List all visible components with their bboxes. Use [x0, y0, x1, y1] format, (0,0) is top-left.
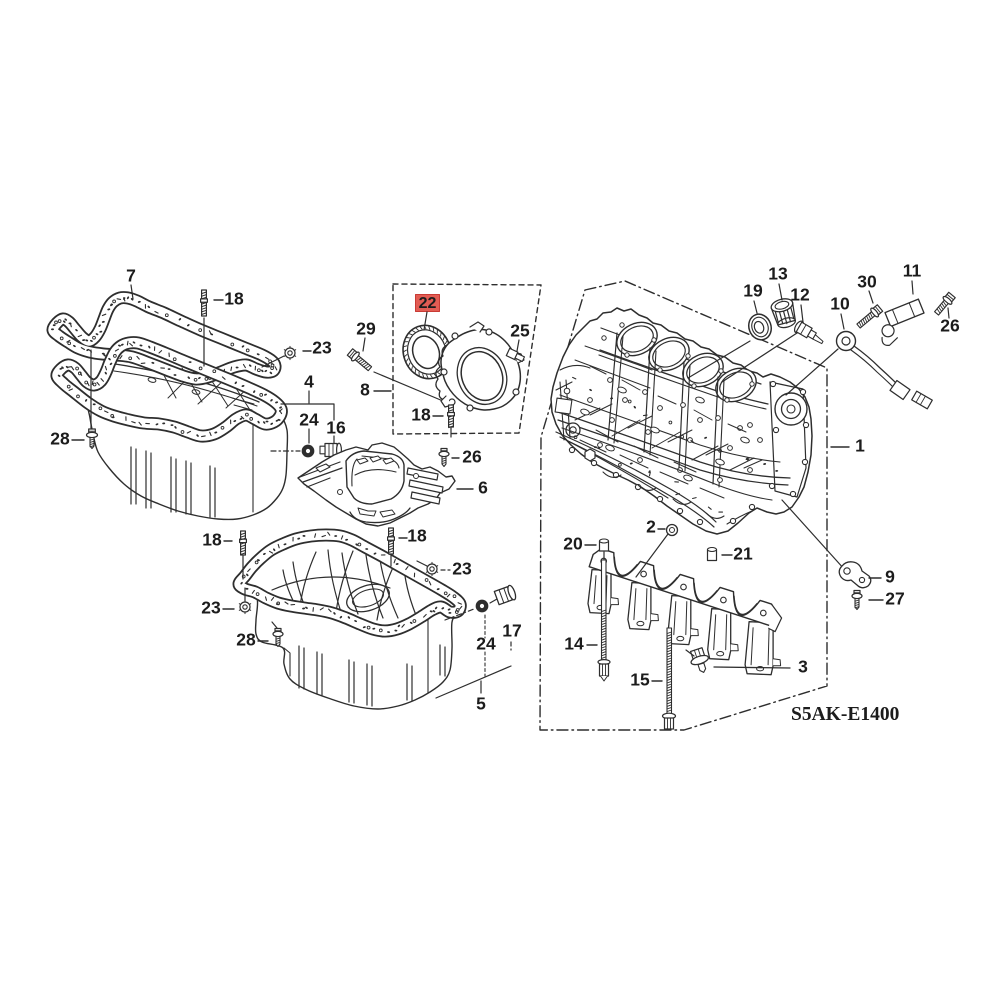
svg-text:26: 26	[940, 316, 960, 336]
svg-text:21: 21	[733, 544, 753, 564]
svg-text:20: 20	[563, 534, 583, 554]
svg-text:28: 28	[50, 429, 70, 449]
svg-text:1: 1	[855, 436, 865, 456]
svg-text:2: 2	[646, 517, 656, 537]
svg-text:8: 8	[360, 380, 370, 400]
svg-text:30: 30	[857, 272, 877, 292]
svg-text:28: 28	[236, 630, 256, 650]
svg-text:19: 19	[743, 281, 763, 301]
svg-text:27: 27	[885, 589, 904, 609]
svg-text:23: 23	[452, 559, 472, 579]
svg-text:22: 22	[419, 295, 437, 312]
svg-text:25: 25	[510, 321, 530, 341]
svg-text:29: 29	[356, 319, 376, 339]
svg-text:18: 18	[407, 526, 427, 546]
svg-text:23: 23	[312, 338, 332, 358]
svg-text:24: 24	[299, 410, 319, 430]
svg-text:10: 10	[830, 294, 850, 314]
svg-text:18: 18	[411, 405, 431, 425]
svg-text:13: 13	[768, 264, 788, 284]
svg-text:4: 4	[304, 372, 314, 392]
svg-text:18: 18	[224, 289, 244, 309]
svg-text:24: 24	[476, 634, 496, 654]
svg-text:26: 26	[462, 447, 482, 467]
svg-text:3: 3	[798, 657, 808, 677]
svg-text:16: 16	[326, 418, 346, 438]
svg-text:18: 18	[202, 530, 222, 550]
svg-text:9: 9	[885, 567, 895, 587]
svg-text:6: 6	[478, 478, 488, 498]
svg-text:15: 15	[630, 670, 650, 690]
svg-text:11: 11	[903, 261, 922, 281]
svg-text:14: 14	[564, 634, 584, 654]
svg-text:5: 5	[476, 694, 486, 714]
svg-text:17: 17	[502, 621, 521, 641]
svg-text:7: 7	[126, 266, 136, 286]
svg-text:S5AK-E1400: S5AK-E1400	[791, 704, 899, 725]
svg-text:12: 12	[790, 285, 810, 305]
svg-text:23: 23	[201, 598, 221, 618]
